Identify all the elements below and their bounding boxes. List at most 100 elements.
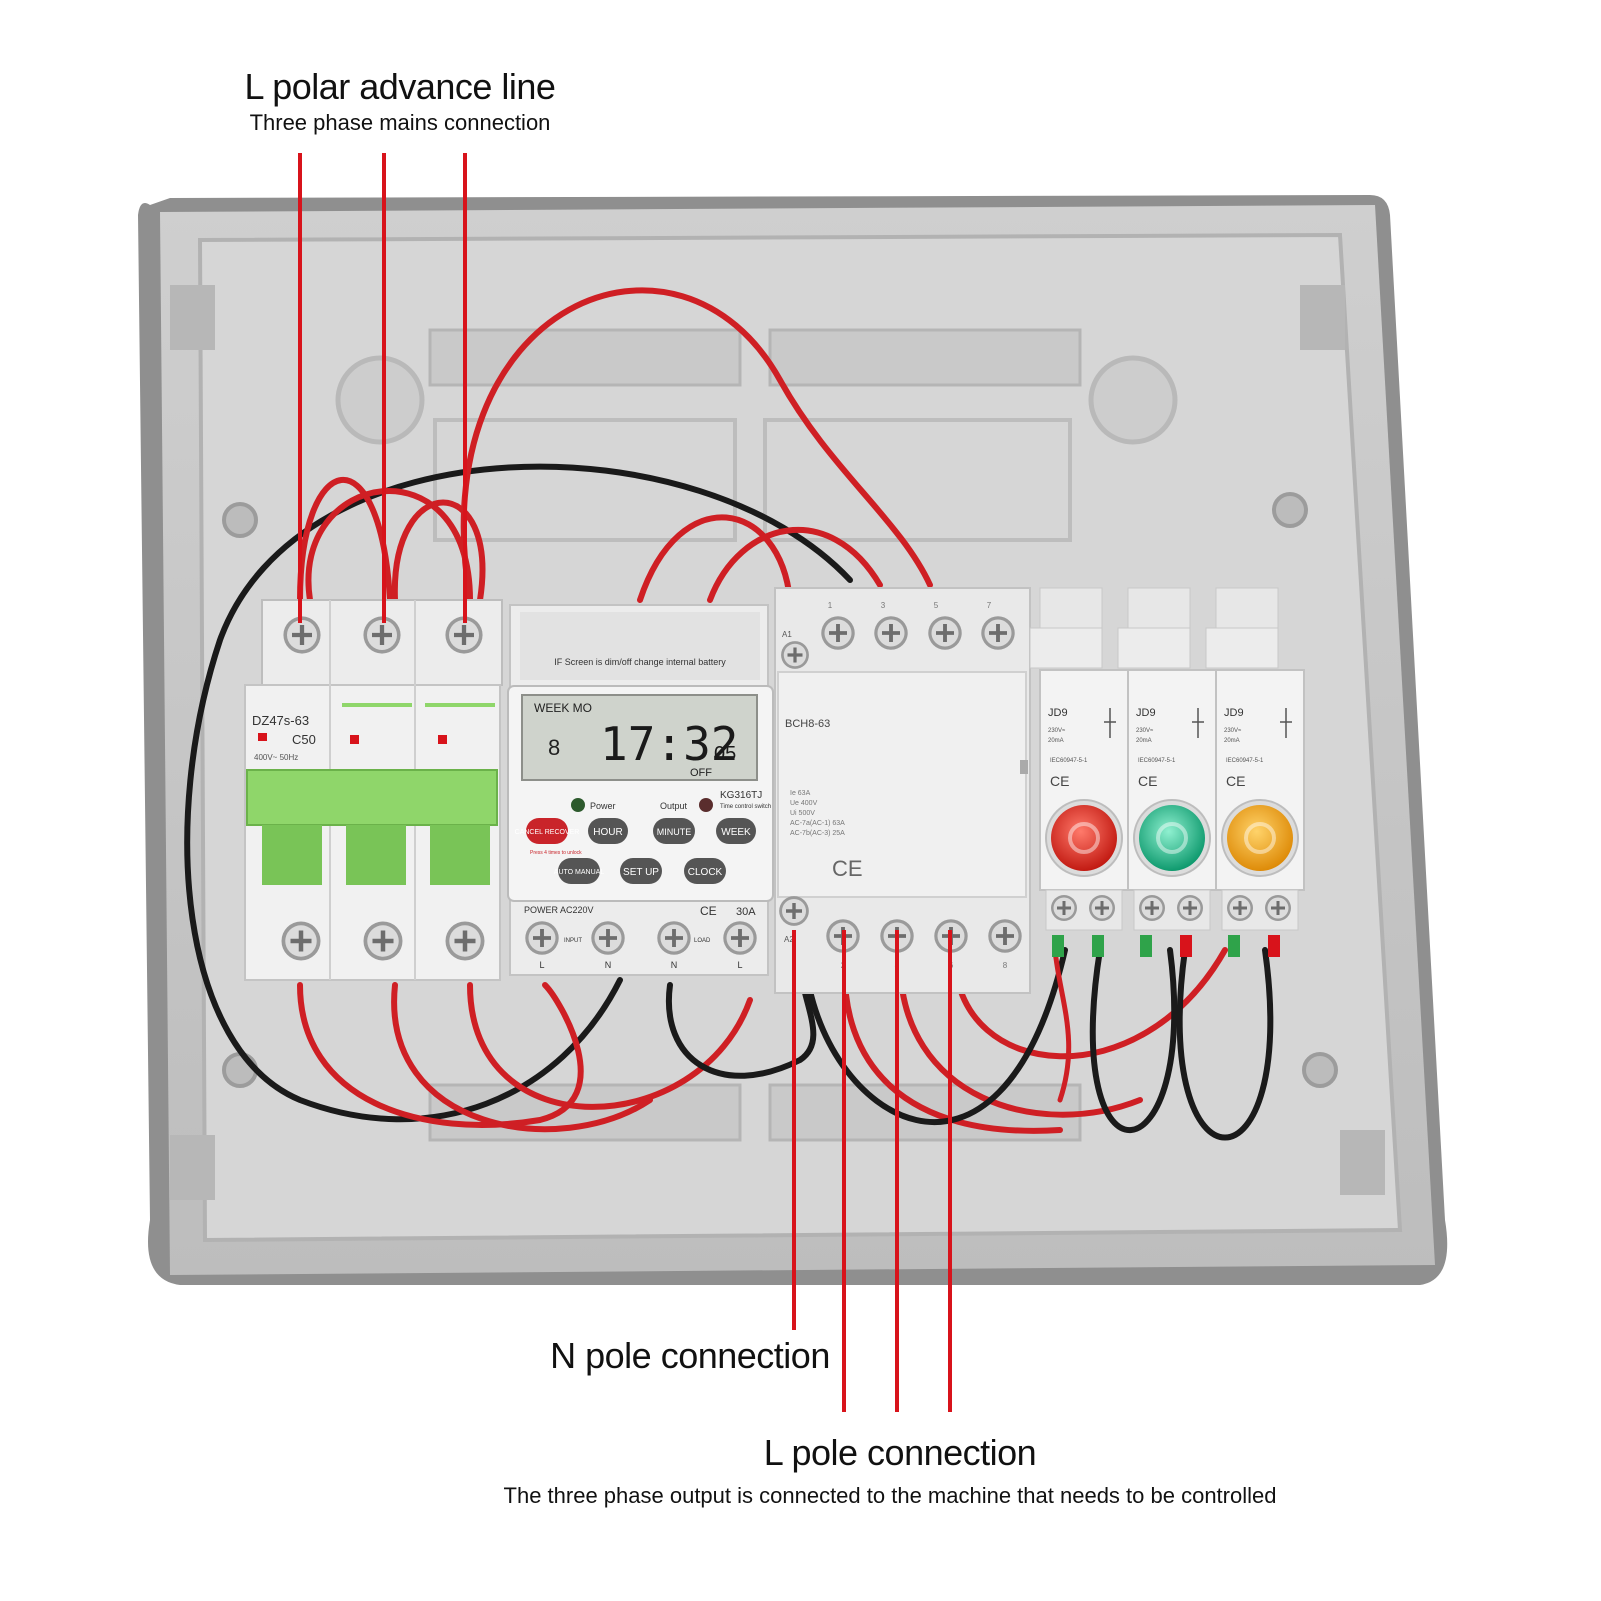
red-wire-11 — [952, 947, 1228, 1060]
contactor-top-number: 5 — [934, 601, 939, 610]
timer-buttons: CANCEL RECOVER HOUR MINUTE WEEK Press 4 … — [515, 818, 756, 884]
indicator-screw — [1226, 894, 1254, 922]
timer-model: KG316TJ — [720, 790, 762, 801]
contactor-bottom-number: 8 — [1003, 961, 1008, 970]
black-wire-14 — [1176, 947, 1274, 1141]
leader-line-n-pole — [792, 930, 796, 1330]
leader-line-l-pole-1 — [842, 930, 846, 1412]
contactor-top-screw-1 — [820, 615, 856, 651]
timer-lcd — [521, 694, 758, 781]
top-title: L polar advance line — [244, 66, 556, 107]
timer-screw-3 — [656, 920, 692, 956]
indicator-standard: IEC60947-5-1 — [1226, 758, 1264, 764]
red-wire-10 — [897, 957, 1143, 1118]
lcd-seconds: 05 — [714, 743, 736, 765]
indicator-voltage: 230V≈ — [1136, 728, 1154, 734]
black-wire-n-loop — [184, 463, 853, 1123]
indicator-current: 20mA — [1224, 738, 1240, 744]
lcd-week: WEEK MO — [534, 701, 592, 715]
contactor-a1-screw — [780, 640, 810, 670]
leader-line-l-pole-2 — [895, 930, 899, 1412]
breaker-rating: C50 — [292, 732, 316, 747]
power-led-icon — [571, 798, 585, 812]
indicator-screw — [1138, 894, 1166, 922]
red-wire-9 — [841, 957, 1063, 1134]
lcd-time: 17:32 — [600, 717, 738, 771]
indicator-ce: CE — [1226, 773, 1245, 789]
leader-line-top-1 — [298, 153, 302, 623]
minute-button[interactable] — [653, 818, 695, 844]
timer-ce: CE — [700, 904, 717, 918]
indicator-ce: CE — [1138, 773, 1157, 789]
wiring — [184, 287, 1274, 1141]
indicator-lamp: JD9 230V≈ 20mA IEC60947-5-1CE — [1117, 587, 1217, 957]
indicator-standard: IEC60947-5-1 — [1050, 758, 1088, 764]
leader-line-top-3 — [463, 153, 467, 623]
contactor-spec-line: AC-7a(AC-1) 63A — [790, 820, 845, 827]
red-wire-7 — [391, 982, 653, 1133]
contactor-top-screw-3 — [927, 615, 963, 651]
indicator-ce: CE — [1050, 773, 1069, 789]
contactor-top-screw-2 — [873, 615, 909, 651]
auto-manual-button[interactable] — [558, 858, 600, 884]
contactor-spec-line: Ui 500V — [790, 810, 815, 817]
timer-model-sub: Time control switch — [720, 804, 771, 810]
contactor-top-number: 1 — [828, 601, 833, 610]
red-wire-5 — [707, 527, 883, 603]
contactor-ce: CE — [832, 856, 863, 881]
led-power-label: Power — [590, 801, 616, 811]
lamp-symbol-icon — [1192, 708, 1204, 738]
red-wire-15 — [1052, 947, 1072, 1103]
timer-notice: IF Screen is dim/off change internal bat… — [554, 657, 726, 667]
red-wire-6 — [297, 982, 584, 1128]
timer-power: POWER AC220V — [524, 905, 594, 915]
contactor-a1: A1 — [782, 630, 792, 639]
lcd-state: OFF — [690, 767, 712, 779]
leader-line-l-pole-3 — [948, 930, 952, 1412]
hour-button[interactable] — [588, 818, 628, 844]
cancel-recover-label: CANCEL RECOVER — [515, 829, 580, 836]
clock-button[interactable] — [684, 858, 726, 884]
timer-screw-2 — [590, 920, 626, 956]
timer-screw-1 — [524, 920, 560, 956]
unlock-hint: Press 4 times to unlock — [530, 850, 582, 856]
breaker-model: DZ47s-63 — [252, 713, 309, 728]
indicator-standard: IEC60947-5-1 — [1138, 758, 1176, 764]
lamp-symbol-icon — [1280, 708, 1292, 738]
output-led-icon — [699, 798, 713, 812]
terminal-n-out: N — [671, 960, 678, 970]
breaker-top-screw-1 — [283, 616, 320, 653]
indicator-screw — [1088, 894, 1116, 922]
breaker-bottom-screw-3 — [446, 922, 485, 961]
week-button[interactable] — [716, 818, 756, 844]
timer-current: 30A — [736, 906, 756, 918]
led-output-label: Output — [660, 801, 688, 811]
l-pole-label: L pole connection — [763, 1432, 1037, 1473]
indicator-screw — [1176, 894, 1204, 922]
setup-button[interactable] — [620, 858, 662, 884]
indicator-voltage: 230V≈ — [1224, 728, 1242, 734]
breaker-bottom-screw-1 — [282, 922, 321, 961]
indicator-current: 20mA — [1136, 738, 1152, 744]
cancel-recover-button[interactable] — [526, 818, 568, 844]
week-label: WEEK — [721, 827, 751, 838]
indicator-model: JD9 — [1136, 707, 1156, 719]
indicator-lamps: JD9 230V≈ 20mA IEC60947-5-1CE JD9 230V≈ 20mA IE… — [1029, 587, 1305, 957]
timer-load-label: LOAD — [694, 938, 711, 944]
indicator-model: JD9 — [1048, 707, 1068, 719]
contactor-top-number: 7 — [987, 601, 992, 610]
timer-screw-4 — [722, 920, 758, 956]
n-pole-label: N pole connection — [550, 1335, 830, 1376]
contactor-top-screw-4 — [980, 615, 1016, 651]
contactor-a2-screw — [778, 895, 810, 927]
top-subtitle: Three phase mains connection — [249, 110, 551, 135]
breaker-lever — [246, 769, 498, 826]
terminal-l-in: L — [539, 960, 544, 970]
hour-label: HOUR — [593, 827, 622, 838]
timer-input-label: INPUT — [564, 938, 582, 944]
breaker-bottom-screw-2 — [364, 922, 403, 961]
indicator-screw — [1264, 894, 1292, 922]
